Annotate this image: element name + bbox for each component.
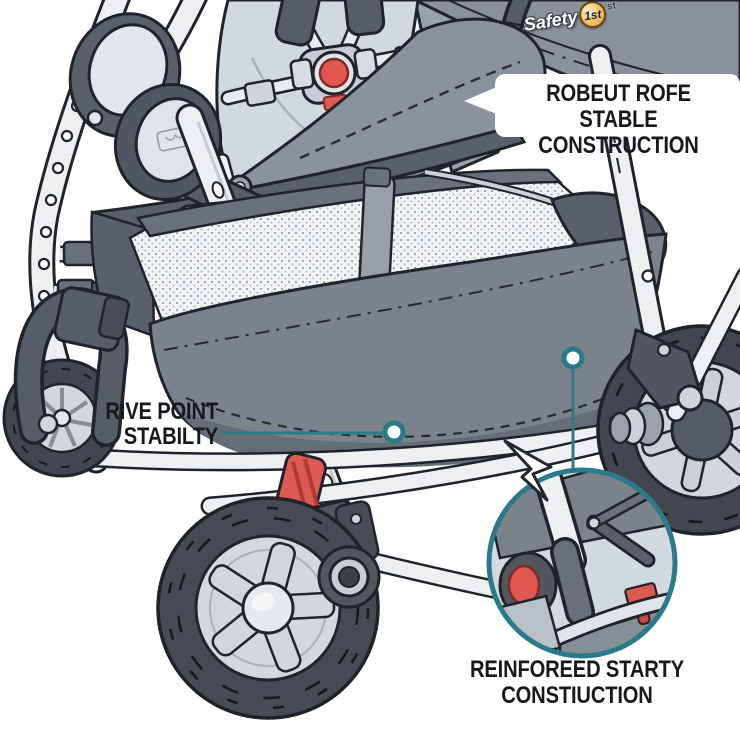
front-joint-ring — [317, 545, 381, 609]
callout-stability-line2: STABILTY — [123, 423, 218, 450]
callout-construction: ROBEUT ROFE STABLE CONSTRUCTION — [516, 81, 720, 159]
brand-logo-script: Safety — [522, 6, 579, 35]
shoulder-pad-left — [274, 0, 322, 47]
marker-lines — [222, 366, 575, 471]
rear-left-wheel-fork — [13, 286, 131, 447]
front-wheel — [156, 496, 380, 720]
callout-construction-line1: ROBEUT ROFE STABLE — [546, 80, 691, 133]
buckle-red-button — [318, 57, 350, 89]
callout-stability-line1: RIVE POINT — [105, 398, 218, 425]
front-wheel-spokes — [208, 541, 336, 673]
callout-reinforced-line2: CONSTIUCTION — [501, 682, 653, 709]
brand-logo-badge-icon: 1st — [577, 0, 609, 31]
basket-top-rim — [135, 168, 564, 238]
inset-pointer-arrow — [503, 439, 553, 502]
callout-stability: RIVE POINT STABILTY — [60, 399, 218, 449]
harness-buckle — [289, 43, 379, 112]
callout-reinforced: REINFOREED STARTY CONSTIUCTION — [459, 657, 694, 709]
shoulder-pad-right — [342, 0, 386, 37]
callout-construction-line2: CONSTRUCTION — [538, 132, 699, 159]
stability-marker-dot — [382, 420, 406, 444]
basket-strap — [358, 174, 396, 290]
brand-logo-suffix: st — [606, 0, 617, 13]
rear-axle-assembly — [608, 268, 740, 447]
callout-reinforced-line1: REINFOREED STARTY — [469, 656, 685, 683]
basket-marker-dot — [561, 346, 585, 370]
callout-bubble — [464, 74, 740, 137]
